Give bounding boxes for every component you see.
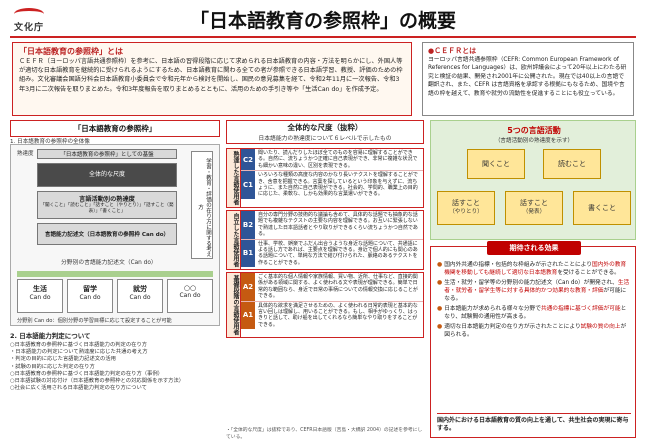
activity-reading: 読むこと [543, 149, 601, 179]
bullet-icon: ● [437, 279, 443, 286]
activities-column: 5つの言語活動 （言語活動別の熟達度を示す） 聞くこと 読むこと 話すこと （や… [430, 120, 636, 438]
level-group-proficient: 熟達した言語使用者 C2 聞いたり、読んだりしたほぼ全てのものを容易に理解するこ… [226, 148, 424, 208]
bullet-icon: ● [437, 305, 443, 312]
intro-box: 「日本語教育の参照枠」とは ＣＥＦＲ（ヨーロッパ言語共通参照枠）を参考に、日本語… [12, 42, 412, 116]
effect-item: ● 適切な日本語能力判定の在り方が示されたことにより試験の質の向上が図られる。 [437, 323, 627, 338]
effect-item: ● 生活・就労・留学等の分野別の能力記述文（Can do）が開発され、生活者・就… [437, 279, 630, 302]
activity-proficiency-sub: 「聞くこと」「読むこと」「話すこと（やりとり）」「話すこと（発表）」「書くこと」 [40, 203, 174, 214]
page-title: 「日本語教育の参照枠」の概要 [189, 10, 456, 32]
field-bar [17, 271, 213, 277]
intro-body: ＣＥＦＲ（ヨーロッパ言語共通参照枠）を参考に、日本語の習得段階に応じて求められる… [19, 58, 403, 93]
judgement-item: ○日本語試験の対応付け（日本語教育の参照枠との対応関係を示す方法） [10, 378, 185, 385]
title-divider [10, 36, 636, 38]
level-description: 具体的な欲求を満足させるための、よく使われる日常的表現と基本的な言い回しは理解し… [258, 302, 418, 328]
axis-label: 熟達度 [17, 151, 34, 157]
overall-scale-block: 全体的な尺度 [37, 163, 177, 187]
cefr-box: ●ＣＥＦＲとは ヨーロッパ言語共通参照枠（CEFR: Common Europe… [422, 42, 634, 116]
expected-effects-box: 期待される効果 ● 国内外共通の指標・包括的な枠組みが示されたことにより国内外の… [430, 241, 636, 438]
level-badge: C1 [241, 171, 255, 199]
level-table: 熟達した言語使用者 C2 聞いたり、読んだりしたほぼ全てのものを容易に理解するこ… [226, 148, 424, 340]
activity-writing: 書くこと [573, 191, 631, 225]
judgement-item: ・日本語能力の判定について熟達度に応じた共通の考え方 [10, 349, 148, 356]
level-group-basic: 基礎段階の言語使用者 A2 ごく基本的な個人情報や家族情報、買い物、近所、仕事な… [226, 272, 424, 338]
level-description: 自分の専門分野の技術的な議論も含めて、具体的な話題でも抽象的な話題でも複雑なテク… [258, 212, 418, 238]
overall-scale-subheading: 日本語能力の熟達度について６レベルで示したもの [258, 136, 392, 142]
agency-logo: 文化庁 [14, 8, 74, 34]
level-description: いろいろな種類の高度な内容のかなり長いテクストを理解することができ、含意を把握で… [258, 172, 418, 198]
level-badge: B1 [241, 239, 255, 268]
level-row: B1 仕事、学校、娯楽でふだん出合うような身近な話題について、共通語による話し方… [241, 239, 423, 268]
judgement-item: ・試験の目的に応じた判定の在り方 [10, 363, 95, 370]
effect-item: ● 日本語能力が求められる様々な分野で共通の指標に基づく評価が可能となり、試験間… [437, 305, 627, 320]
overall-scale-column: 全体的な尺度（抜粋） 日本語能力の熟達度について６レベルで示したもの 熟達した言… [226, 120, 424, 440]
judgement-item: ○日本語教育の参照枠に基づく日本語能力の判定の在り方 [10, 342, 148, 348]
level-row: C2 聞いたり、読んだりしたほぼ全てのものを容易に理解することができる。自然に、… [241, 149, 423, 172]
level-description: 仕事、学校、娯楽でふだん出合うような身近な話題について、共通語による話し方であれ… [258, 240, 418, 266]
intro-heading: 「日本語教育の参照枠」とは [19, 47, 123, 56]
judgement-item: ○社会に広く活用される日本語能力判定の在り方について [10, 385, 147, 392]
level-row: A2 ごく基本的な個人情報や家族情報、買い物、近所、仕事など、直接的関係がある領… [241, 273, 423, 302]
framework-column: 「日本語教育の参照枠」 1. 日本語教育の参照枠の全体像 熟達度 「日本語教育の… [10, 120, 220, 438]
judgement-item: ○日本語教育の参照枠に基づく日本語能力判定の在り方（事例） [10, 370, 163, 377]
level-row: B2 自分の専門分野の技術的な議論も含めて、具体的な話題でも抽象的な話題でも複雑… [241, 211, 423, 240]
group-label: 基礎段階の言語使用者 [227, 273, 241, 337]
framework-diagram: 熟達度 「日本語教育の参照枠」としての基盤 全体的な尺度 言語活動別の熟達度 「… [10, 144, 220, 326]
overall-scale-header: 全体的な尺度（抜粋） 日本語能力の熟達度について６レベルで示したもの [226, 120, 424, 144]
bullet-icon: ● [437, 323, 443, 330]
level-group-independent: 自立した言語使用者 B2 自分の専門分野の技術的な議論も含めて、具体的な話題でも… [226, 210, 424, 270]
expected-effects-heading: 期待される効果 [487, 241, 581, 255]
overall-scale-note: ・「全体的な尺度」は抜粋であり、CEFR日本語版（吉島・大橋訳 2004）の記述… [226, 428, 423, 440]
diagram-base-label: 「日本語教育の参照枠」としての基盤 [37, 149, 177, 159]
effect-item: ● 国内外共通の指標・包括的な枠組みが示されたことにより国内外の教育機関を移動し… [437, 261, 627, 276]
cando-descriptor-block: 言語能力記述文（日本語教育の参照枠 Can do） [37, 223, 177, 245]
level-badge: A2 [241, 273, 255, 301]
activity-proficiency-block: 言語活動別の熟達度 「聞くこと」「読むこと」「話すこと（やりとり）」「話すこと（… [37, 191, 177, 219]
level-badge: A1 [241, 301, 255, 330]
judgement-section: 2. 日本語能力判定について ○日本語教育の参照枠に基づく日本語能力の判定の在り… [10, 330, 220, 392]
framework-heading: 「日本語教育の参照枠」 [10, 120, 220, 137]
group-label: 自立した言語使用者 [227, 211, 241, 269]
activities-subtitle: （言語活動別の熟達度を示す） [494, 138, 574, 144]
effects-conclusion: 国内外における日本語教育の質の向上を通して、共生社会の実現に寄与する。 [437, 413, 631, 433]
logo-arc-icon [14, 8, 44, 20]
activity-speaking-interaction: 話すこと （やりとり） [437, 191, 495, 225]
field-cando-other: ○○Can do [167, 279, 213, 313]
field-cando-label: 分野別の言語能力記述文（Can do） [61, 260, 157, 266]
judgement-heading: 2. 日本語能力判定について [10, 332, 91, 340]
activities-title: 5つの言語活動 [507, 126, 561, 135]
logo-text: 文化庁 [14, 23, 45, 33]
level-row: C1 いろいろな種類の高度な内容のかなり長いテクストを理解することができ、含意を… [241, 171, 423, 199]
group-label: 熟達した言語使用者 [227, 149, 241, 207]
judgement-item: ・判定の目的に応じた言語能力記述文の活用 [10, 356, 116, 363]
diagram-footnote: 分野別 Can do：個別分野の学習目標に応じて設定することが可能 [17, 318, 172, 324]
level-description: 聞いたり、読んだりしたほぼ全てのものを容易に理解することができる。自然に、流ちょ… [258, 150, 418, 169]
level-row: A1 具体的な欲求を満足させるための、よく使われる日常的表現と基本的な言い回しは… [241, 301, 423, 330]
level-description: ごく基本的な個人情報や家族情報、買い物、近所、仕事など、直接的関係がある領域に関… [258, 274, 418, 300]
level-badge: C2 [241, 149, 255, 171]
activities-box: 5つの言語活動 （言語活動別の熟達度を示す） 聞くこと 読むこと 話すこと （や… [430, 120, 636, 240]
expected-effects-list: ● 国内外共通の指標・包括的な枠組みが示されたことにより国内外の教育機関を移動し… [437, 261, 631, 341]
framework-section1-title: 1. 日本語教育の参照枠の全体像 [10, 139, 90, 145]
cefr-heading: ●ＣＥＦＲとは [428, 47, 477, 55]
activity-listening: 聞くこと [467, 149, 525, 179]
bullet-icon: ● [437, 261, 443, 268]
approach-sidebar: 学習・教育・評価の在り方に関する考え方 [191, 151, 213, 259]
cefr-body: ヨーロッパ言語共通参照枠（CEFR: Common European Frame… [428, 57, 627, 97]
activity-proficiency-label: 言語活動別の熟達度 [79, 196, 135, 203]
activity-speaking-production: 話すこと （発表） [505, 191, 563, 225]
level-badge: B2 [241, 211, 255, 239]
overall-scale-heading: 全体的な尺度（抜粋） [287, 123, 363, 132]
